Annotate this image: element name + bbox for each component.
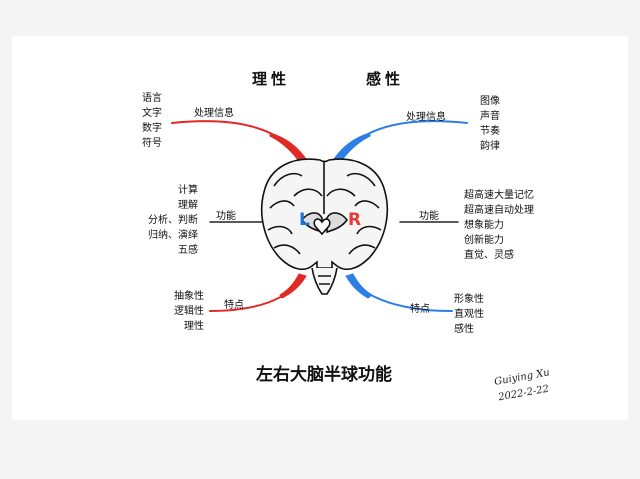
list-item: 符号 bbox=[142, 138, 162, 149]
list-item: 形象性 bbox=[454, 294, 484, 305]
list-item: 韵律 bbox=[480, 141, 500, 152]
left-traits-list: 抽象性 逻辑性 理性 bbox=[162, 289, 204, 334]
left-traits-label: 特点 bbox=[224, 300, 244, 311]
list-item: 归纳、演绎 bbox=[148, 230, 198, 241]
list-item: 语言 bbox=[142, 93, 162, 104]
list-item: 声音 bbox=[480, 111, 500, 122]
right-processing-label: 处理信息 bbox=[406, 112, 446, 123]
right-hemisphere-letter: R bbox=[348, 210, 362, 230]
right-traits-list: 形象性 直观性 感性 bbox=[454, 292, 484, 337]
list-item: 感性 bbox=[454, 324, 474, 335]
left-function-list: 计算 理解 分析、判断 归纳、演绎 五感 bbox=[132, 183, 198, 258]
list-item: 直观性 bbox=[454, 309, 484, 320]
right-processing-list: 图像 声音 节奏 韵律 bbox=[480, 94, 500, 154]
right-function-list: 超高速大量记忆 超高速自动处理 想象能力 创新能力 直觉、灵感 bbox=[464, 188, 534, 263]
left-function-label: 功能 bbox=[216, 211, 236, 222]
list-item: 五感 bbox=[178, 245, 198, 256]
left-header: 理性 bbox=[252, 70, 291, 88]
diagram-card: 理性 感性 L R 语言 文字 数字 符号 处理信息 计算 理解 分析、判断 归… bbox=[12, 36, 628, 420]
right-traits-label: 特点 bbox=[410, 304, 430, 315]
list-item: 图像 bbox=[480, 96, 500, 107]
diagram-title: 左右大脑半球功能 bbox=[256, 365, 392, 385]
list-item: 创新能力 bbox=[464, 235, 504, 246]
right-bottom-wedge bbox=[345, 273, 373, 299]
list-item: 逻辑性 bbox=[174, 306, 204, 317]
list-item: 直觉、灵感 bbox=[464, 250, 514, 261]
left-processing-list: 语言 文字 数字 符号 bbox=[142, 91, 162, 151]
list-item: 计算 bbox=[178, 185, 198, 196]
list-item: 理性 bbox=[184, 321, 204, 332]
right-header: 感性 bbox=[366, 70, 405, 88]
list-item: 抽象性 bbox=[174, 291, 204, 302]
left-processing-label: 处理信息 bbox=[194, 108, 234, 119]
left-hemisphere-letter: L bbox=[299, 210, 310, 230]
left-bottom-wedge bbox=[279, 273, 307, 299]
list-item: 分析、判断 bbox=[148, 215, 198, 226]
list-item: 节奏 bbox=[480, 126, 500, 137]
list-item: 超高速自动处理 bbox=[464, 205, 534, 216]
diagram-art bbox=[171, 120, 468, 312]
list-item: 想象能力 bbox=[464, 220, 504, 231]
list-item: 文字 bbox=[142, 108, 162, 119]
list-item: 超高速大量记忆 bbox=[464, 190, 534, 201]
list-item: 数字 bbox=[142, 123, 162, 134]
right-function-label: 功能 bbox=[419, 211, 439, 222]
list-item: 理解 bbox=[178, 200, 198, 211]
brain-illustration bbox=[260, 158, 389, 295]
